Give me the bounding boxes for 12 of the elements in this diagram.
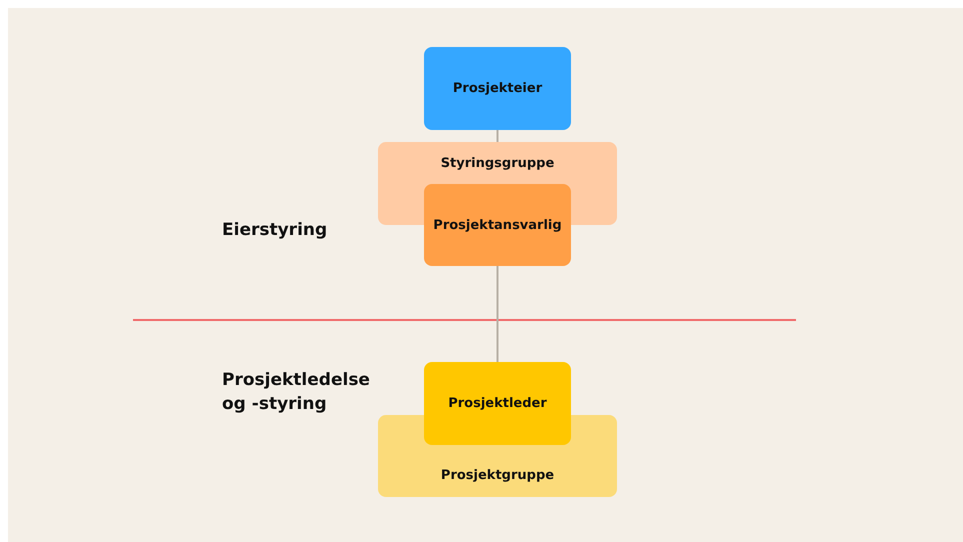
role-label: Styringsgruppe	[440, 156, 554, 171]
role-label: Prosjektansvarlig	[433, 218, 562, 232]
connector-line	[496, 266, 498, 362]
role-box	[424, 184, 571, 266]
role-box	[424, 47, 571, 130]
role-box	[424, 362, 571, 445]
section-label: Prosjektledelse og -styring	[222, 369, 371, 416]
connector-line	[496, 130, 498, 142]
section-label: Eierstyring	[222, 219, 328, 242]
role-label: Prosjektleder	[448, 396, 547, 411]
role-label: Prosjekteier	[452, 81, 542, 96]
role-label: Prosjektgruppe	[440, 468, 554, 483]
